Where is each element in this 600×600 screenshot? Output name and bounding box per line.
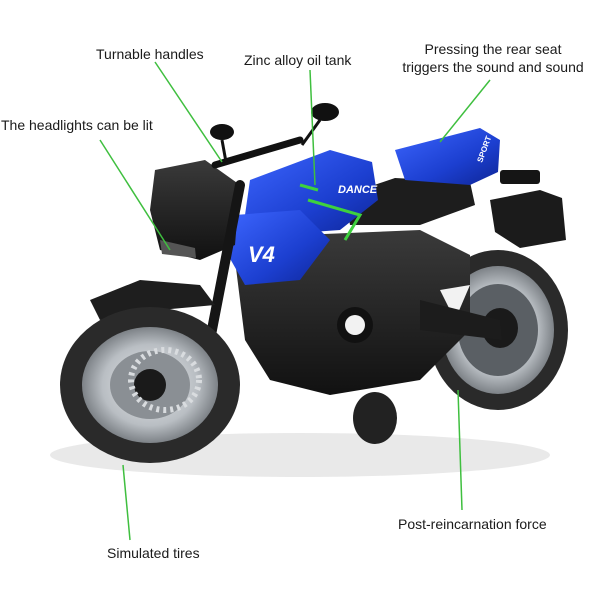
mirror-left — [210, 124, 234, 140]
rear-cowl — [395, 128, 500, 185]
callout-tank: Zinc alloy oil tank — [244, 52, 352, 68]
callout-line-seat — [439, 79, 491, 143]
callout-force: Post-reincarnation force — [398, 516, 547, 532]
callout-line-tires — [122, 464, 131, 541]
callout-line-force — [457, 389, 463, 511]
front-fork — [205, 180, 245, 345]
callout-seat-line2: triggers the sound and sound — [402, 59, 584, 75]
headlight-cowl — [150, 160, 240, 260]
front-wheel — [60, 307, 240, 463]
callout-lines — [99, 61, 491, 541]
seat — [345, 178, 475, 225]
swingarm — [420, 300, 502, 340]
callout-line-handles — [154, 61, 223, 163]
callout-handles: Turnable handles — [96, 46, 204, 62]
side-panel — [228, 210, 330, 285]
rear-plate — [490, 190, 566, 248]
callout-line-headlights — [99, 139, 171, 251]
handlebar — [211, 136, 304, 169]
model-decal: V4 — [248, 242, 275, 267]
tank-decal: DANCE — [338, 184, 378, 196]
callout-headlights: The headlights can be lit — [1, 117, 153, 133]
mirror-right — [311, 103, 339, 121]
callout-seat-line1: Pressing the rear seat — [424, 41, 562, 57]
rear-light — [500, 170, 540, 184]
headlight — [160, 240, 196, 258]
callout-seat: Pressing the rear seat triggers the soun… — [398, 40, 588, 76]
front-fender — [90, 280, 215, 320]
callout-tires: Simulated tires — [107, 545, 200, 561]
callout-line-tank — [309, 69, 316, 186]
